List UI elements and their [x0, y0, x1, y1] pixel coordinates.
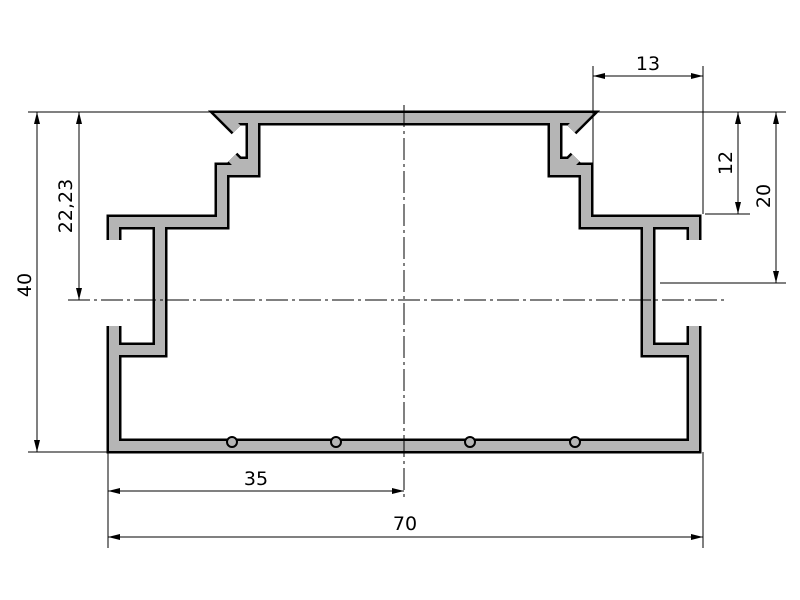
dimension-label: 20	[753, 184, 775, 208]
dimension-label: 22,23	[55, 179, 77, 233]
dimension-20: 20	[753, 112, 779, 283]
dimension-label: 40	[14, 273, 36, 297]
dimension-22-23: 22,23	[55, 112, 82, 300]
aluminium-profile	[106, 110, 694, 454]
dimension-label: 12	[715, 151, 737, 175]
profile-left-half	[106, 110, 406, 454]
dimension-label: 35	[244, 468, 268, 490]
bottom-grooves	[226, 436, 581, 448]
dimension-70: 70	[108, 513, 703, 540]
dimension-13: 13	[593, 53, 703, 79]
dimension-label: 13	[636, 53, 660, 75]
dimension-label: 70	[393, 513, 417, 535]
extension-lines	[28, 66, 786, 548]
dimension-35: 35	[108, 468, 404, 494]
dimension-12: 12	[715, 112, 741, 214]
dimension-40: 40	[14, 112, 40, 452]
